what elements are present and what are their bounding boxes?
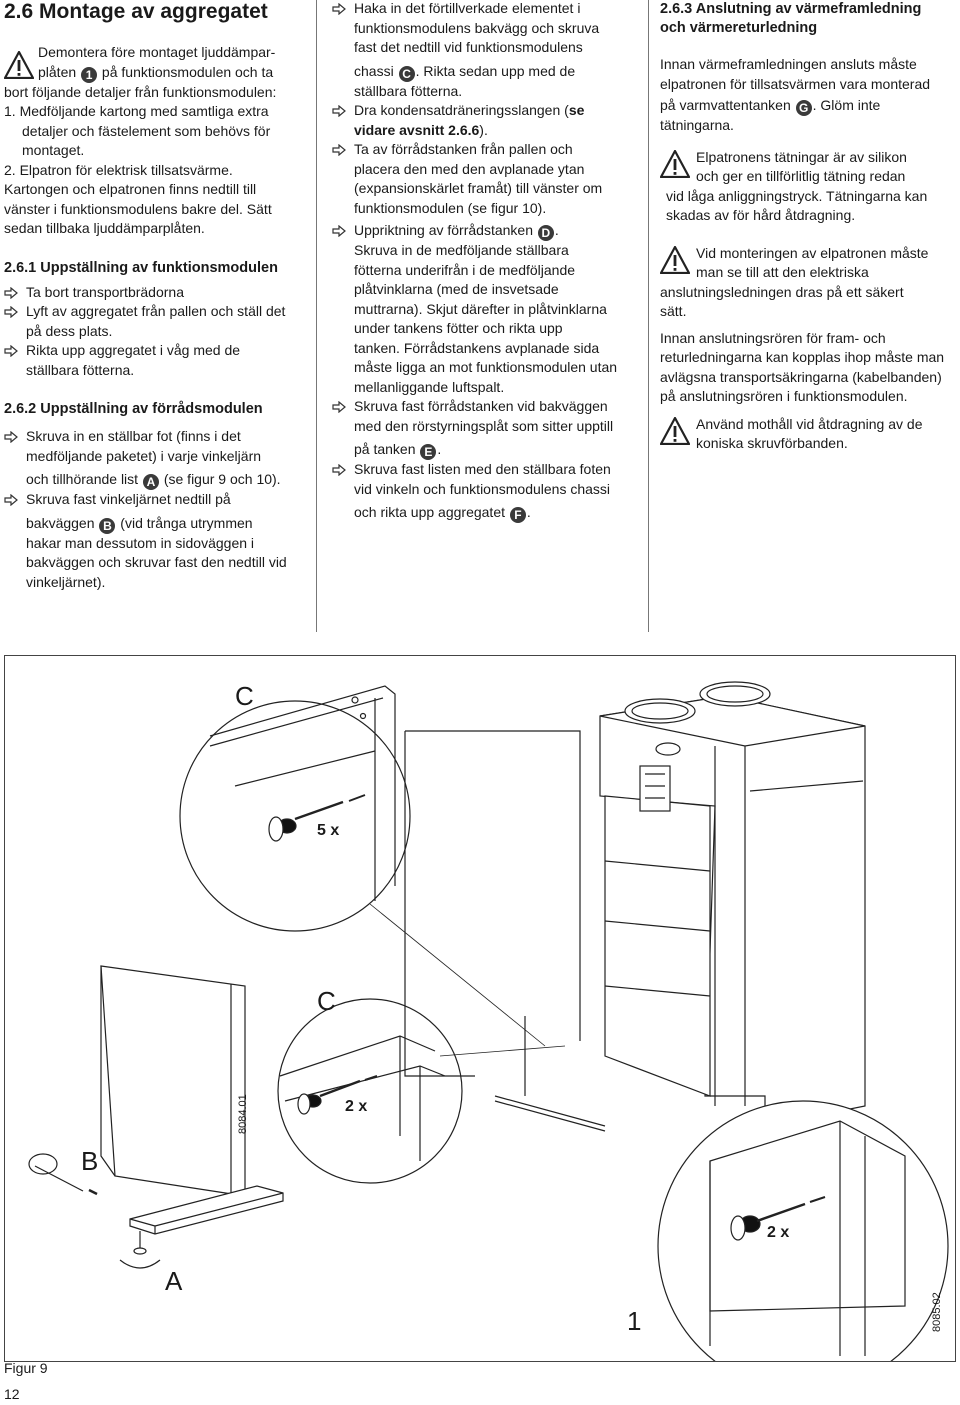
- section-title: 2.6 Montage av aggregatet: [4, 0, 268, 23]
- arrow-icon: [332, 105, 346, 117]
- figure-caption: Figur 9: [4, 1360, 48, 1376]
- subsection-heading: 2.6.1 Uppställning av funktionsmodulen: [4, 259, 278, 276]
- column-1: 2.6 Montage av aggregatet Demontera före…: [4, 0, 304, 592]
- step-item: Ta bort transportbrädorna: [4, 283, 304, 303]
- badge-b: B: [99, 517, 116, 534]
- badge-a: A: [142, 474, 159, 490]
- label-2x-right: 2 x: [767, 1224, 790, 1241]
- warning-icon: [660, 245, 690, 274]
- step-item: Uppriktning av förrådstanken D. Skruva i…: [332, 221, 634, 397]
- label-b: B: [81, 1146, 99, 1176]
- arrow-icon: [4, 431, 18, 443]
- step-item: Dra kondensatdräneringsslangen (se vidar…: [332, 101, 634, 140]
- arrow-icon: [332, 225, 346, 237]
- warning-line: sedan tillbaka ljuddämparplåten.: [4, 220, 205, 236]
- warning-box: Använd mothåll vid åtdragning av de koni…: [660, 415, 958, 454]
- warning-icon: [660, 416, 690, 445]
- warning-box: Elpatronens tätningar är av silikon och …: [660, 148, 958, 226]
- badge-g: G: [795, 100, 812, 116]
- step-item: Skruva fast vinkeljärnet nedtill på bakv…: [4, 490, 304, 592]
- warning-line: plåten 1 på funktionsmodulen och ta: [38, 63, 274, 83]
- arrow-icon: [4, 306, 18, 318]
- warning-line: Demontera före montaget ljuddämpar-: [38, 44, 276, 60]
- figure-9: C 5 x C 2 x B A 1 2 x 8084.01 8085.02: [4, 655, 956, 1362]
- subsection-heading: 2.6.2 Uppställning av förrådsmodulen: [4, 401, 263, 417]
- badge-d: D: [537, 225, 554, 241]
- label-1: 1: [627, 1306, 642, 1336]
- label-2x-left: 2 x: [345, 1098, 368, 1115]
- figure-code-right: 8085.02: [931, 1292, 943, 1332]
- warning-line: 2. Elpatron för elektrisk tillsatsvärme.: [4, 161, 233, 178]
- label-5x: 5 x: [317, 822, 340, 839]
- arrow-icon: [332, 464, 346, 476]
- page-number: 12: [4, 1386, 20, 1402]
- column-rule: [316, 0, 317, 632]
- column-rule: [648, 0, 649, 632]
- warning-box: Demontera före montaget ljuddämpar- plåt…: [4, 43, 304, 239]
- arrow-icon: [332, 144, 346, 156]
- badge-c: C: [398, 65, 415, 82]
- warning-icon: [660, 149, 690, 178]
- warning-line: vänster i funktionsmodulens bakre del. S…: [4, 200, 272, 217]
- badge-e: E: [420, 444, 437, 460]
- figure-code-left: 8084.01: [237, 1094, 249, 1134]
- arrow-icon: [332, 3, 346, 15]
- arrow-icon: [4, 494, 18, 506]
- warning-icon: [4, 51, 34, 79]
- warning-box: Vid monteringen av elpatronen måste man …: [660, 244, 929, 319]
- arrow-icon: [332, 401, 346, 413]
- label-c-top: C: [235, 681, 254, 711]
- warning-line: montaget.: [22, 142, 85, 158]
- warning-line: 1. Medföljande kartong med samtliga extr…: [4, 103, 269, 119]
- warning-line: bort följande detaljer från funktionsmod…: [4, 83, 277, 100]
- arrow-icon: [4, 286, 18, 299]
- warning-line: Kartongen och elpatronen finns nedtill t…: [4, 181, 257, 197]
- badge-1: 1: [81, 66, 98, 83]
- label-c-mid: C: [317, 986, 336, 1016]
- step-item: Lyft av aggregatet från pallen och ställ…: [4, 302, 304, 341]
- warning-line: detaljer och fästelement som behövs för: [22, 122, 271, 139]
- assembly-illustration: [28, 681, 949, 1361]
- arrow-icon: [4, 345, 18, 357]
- label-a: A: [165, 1266, 183, 1296]
- step-item: Skruva fast listen med den ställbara fot…: [332, 460, 634, 523]
- badge-f: F: [509, 507, 526, 523]
